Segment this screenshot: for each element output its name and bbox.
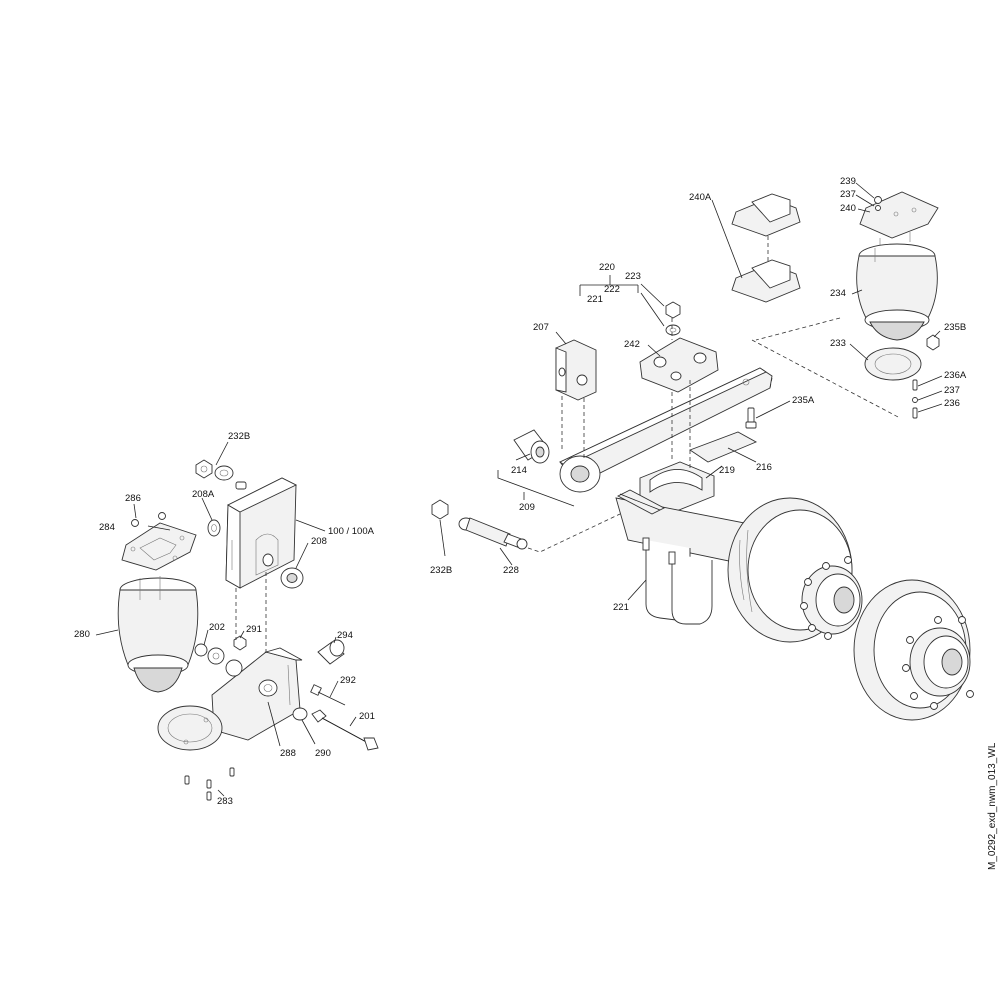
part-294-bush (317, 639, 345, 665)
callout-291: 291 (246, 624, 262, 635)
callout-100: 100 / 100A (328, 526, 375, 537)
callout-202: 202 (209, 622, 225, 633)
callout-228: 228 (503, 565, 519, 576)
callout-284: 284 (99, 522, 115, 533)
part-214-bush (513, 429, 550, 464)
callout-209: 209 (519, 502, 535, 513)
part-201-long-bolt (311, 709, 379, 751)
callout-233: 233 (830, 338, 846, 349)
callout-232B-bot: 232B (430, 565, 452, 576)
part-283-screws (184, 767, 235, 801)
wheel-hub-inner (800, 556, 863, 640)
part-235B-nut (926, 334, 940, 351)
right-assembly (431, 182, 974, 721)
part-228-shock-absorber (458, 517, 528, 550)
callout-221-top: 221 (587, 294, 603, 305)
part-208-bush (280, 567, 304, 589)
part-223-nut (665, 301, 681, 336)
part-292-bolt (310, 684, 346, 706)
part-236-screws (912, 379, 918, 419)
callout-222: 222 (604, 284, 620, 295)
part-232B-bottom-nut (431, 499, 449, 520)
part-232B-top-nut (195, 459, 247, 490)
callout-280: 280 (74, 629, 90, 640)
callout-236A: 236A (944, 370, 967, 381)
part-221-u-bolts (642, 537, 713, 625)
callout-240A: 240A (689, 192, 712, 203)
part-235A-bolt (745, 407, 757, 429)
callout-237-top: 237 (840, 189, 856, 200)
leader-lines-right (439, 182, 943, 601)
callout-235A: 235A (792, 395, 815, 406)
callout-242: 242 (624, 339, 640, 350)
callout-208: 208 (311, 536, 327, 547)
callout-219: 219 (719, 465, 735, 476)
part-207-bracket (555, 339, 597, 401)
callout-288: 288 (280, 748, 296, 759)
callout-201: 201 (359, 711, 375, 722)
part-280-air-spring (117, 576, 199, 693)
callout-294: 294 (337, 630, 353, 641)
part-242-top-seat (639, 337, 719, 393)
part-100-hanger-bracket (225, 477, 298, 589)
callout-214: 214 (511, 465, 527, 476)
part-233-lower-plate (864, 347, 922, 381)
callout-232B-top: 232B (228, 431, 250, 442)
callout-286: 286 (125, 493, 141, 504)
callout-labels: 232B 208A 286 284 100 / 100A 208 280 202… (74, 176, 967, 807)
callout-221-bot: 221 (613, 602, 629, 613)
callout-290: 290 (315, 748, 331, 759)
callout-234: 234 (830, 288, 846, 299)
callout-236: 236 (944, 398, 960, 409)
callout-240: 240 (840, 203, 856, 214)
callout-208A: 208A (192, 489, 215, 500)
part-286-nut (131, 519, 139, 527)
callout-239: 239 (840, 176, 856, 187)
part-208A-washer (207, 519, 221, 537)
callout-220: 220 (599, 262, 615, 273)
part-209-trailing-arm (559, 367, 773, 493)
part-240-top-plate (859, 191, 939, 248)
callout-283: 283 (217, 796, 233, 807)
part-216-plate (689, 431, 758, 463)
drawing-id-label: M_0292_exd_nwm_013_WL (987, 742, 998, 870)
callout-223: 223 (625, 271, 641, 282)
callout-237-bot: 237 (944, 385, 960, 396)
callout-235B: 235B (944, 322, 966, 333)
callout-216: 216 (756, 462, 772, 473)
part-288-lower-bracket (211, 647, 303, 741)
assembly-lines-right (527, 318, 773, 553)
wheel-hub-outer (902, 616, 974, 710)
part-234-air-spring (856, 243, 938, 341)
part-291-nut (233, 635, 247, 651)
callout-292: 292 (340, 675, 356, 686)
left-assembly (95, 441, 379, 801)
part-lower-pad-plate (157, 705, 223, 751)
part-290-washer (292, 707, 308, 721)
part-202-washers (194, 643, 225, 665)
callout-207: 207 (533, 322, 549, 333)
part-219-seat (639, 461, 715, 513)
leader-lines-left (95, 441, 357, 797)
part-240A-brackets (731, 193, 801, 303)
part-284-top-plate (121, 512, 197, 571)
